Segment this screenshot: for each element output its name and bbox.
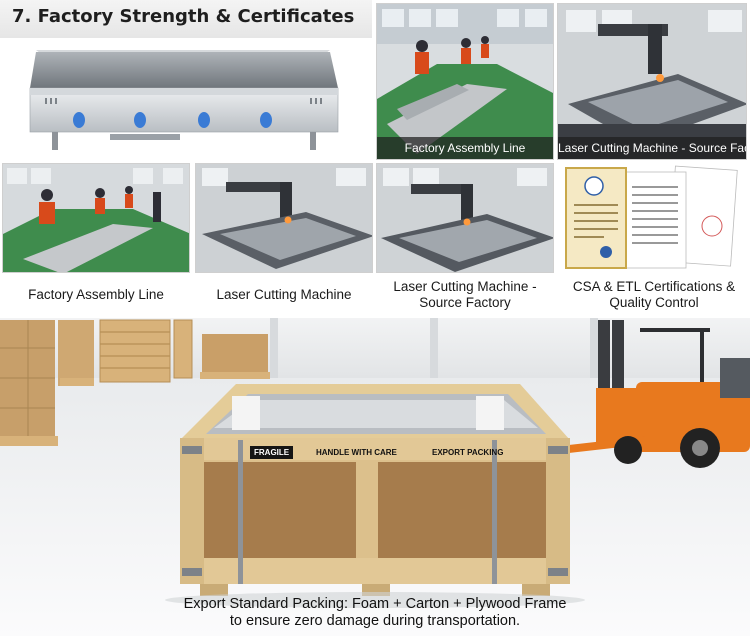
laser-source-factory-photo <box>376 163 554 273</box>
caption-certifications: CSA & ETL Certifications & Quality Contr… <box>572 279 736 310</box>
griddle-product-image <box>0 38 372 160</box>
photo-caption: Laser Cutting Machine - Source Factory <box>558 137 746 159</box>
handle-with-care-label: HANDLE WITH CARE <box>316 448 397 457</box>
factory-assembly-photo-top: Factory Assembly Line <box>376 3 554 160</box>
packing-caption-line1: Export Standard Packing: Foam + Carton +… <box>183 596 567 612</box>
export-packing-scene: FRAGILE HANDLE WITH CARE EXPORT PACKING <box>0 318 750 636</box>
laser-cutting-photo-top: Laser Cutting Machine - Source Factory <box>557 3 747 160</box>
fragile-label: FRAGILE <box>250 446 294 459</box>
photo-caption: Factory Assembly Line <box>377 137 553 159</box>
caption-laser-cutting: Laser Cutting Machine <box>216 287 352 302</box>
laser-cutting-photo <box>195 163 373 273</box>
caption-factory-assembly: Factory Assembly Line <box>28 287 164 302</box>
caption-laser-source-factory: Laser Cutting Machine - Source Factory <box>393 279 537 310</box>
title-bar: 7. Factory Strength & Certificates <box>0 0 372 38</box>
export-packing-label: EXPORT PACKING <box>432 448 504 457</box>
factory-assembly-photo <box>2 163 190 273</box>
certificates-image <box>562 164 742 272</box>
packing-caption-line2: to ensure zero damage during transportat… <box>229 613 521 629</box>
page-title: 7. Factory Strength & Certificates <box>12 6 355 27</box>
